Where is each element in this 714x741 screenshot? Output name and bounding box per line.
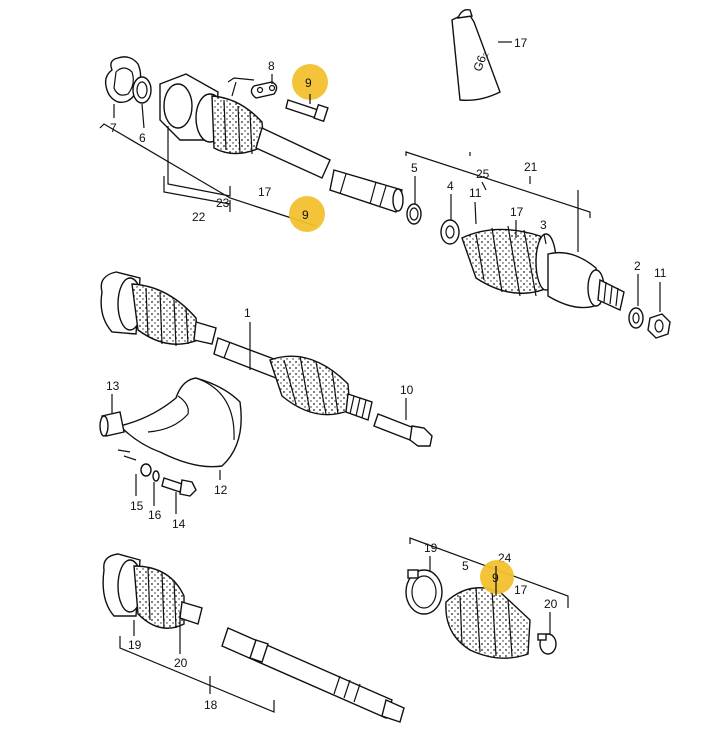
inner-cv-joint-21 (547, 251, 625, 311)
callout-1: 1 (244, 306, 251, 320)
clamp-19-kit (405, 569, 443, 615)
callout-8: 8 (268, 59, 275, 73)
dished-washer-4 (440, 219, 460, 245)
callout-4: 4 (447, 179, 454, 193)
callout-9-upper: 9 (305, 76, 312, 90)
callout-18: 18 (204, 698, 218, 712)
lower-shaft-18 (221, 627, 405, 723)
clamp-20-kit (537, 633, 557, 655)
inner-boot-3 (461, 225, 557, 297)
highlight-marker-9-mid (289, 196, 325, 232)
highlight-marker-9-upper (292, 64, 328, 100)
retaining-ring-6 (132, 76, 152, 104)
callout-19-kit: 19 (424, 541, 438, 555)
callout-23: 23 (216, 196, 230, 210)
callout-5-kit: 5 (462, 559, 469, 573)
callout-2: 2 (634, 259, 641, 273)
callout-13: 13 (106, 379, 120, 393)
callout-20-lower: 20 (174, 656, 188, 670)
nut-11 (647, 313, 671, 339)
callout-16: 16 (148, 508, 162, 522)
callout-25: 25 (476, 167, 490, 181)
gasket-7 (104, 56, 142, 103)
callout-10: 10 (400, 383, 414, 397)
circlip-5 (406, 203, 422, 225)
main-shaft-1 (213, 337, 283, 379)
callout-6: 6 (139, 131, 146, 145)
bolt-13 (99, 411, 125, 437)
callout-11-right: 11 (469, 186, 482, 200)
bracket-8 (250, 81, 278, 99)
callout-11-nut: 11 (654, 266, 667, 280)
inner-boot-middle (269, 355, 373, 421)
bolt-10 (373, 413, 433, 447)
heat-shield-12 (118, 377, 242, 468)
callout-17-mid: 17 (510, 205, 524, 219)
callout-21: 21 (524, 160, 538, 174)
bolt-9-upper (285, 99, 329, 123)
lock-washer-16 (152, 470, 160, 482)
callout-3: 3 (540, 218, 547, 232)
callout-19-lower: 19 (128, 638, 142, 652)
callout-5-right: 5 (411, 161, 418, 175)
highlight-marker-9-kit (480, 560, 514, 594)
callout-15: 15 (130, 499, 144, 513)
boot-kit (445, 587, 531, 659)
callout-22: 22 (192, 210, 206, 224)
callout-17-upper: 17 (258, 185, 272, 199)
callout-12: 12 (214, 483, 228, 497)
grease-label: G6₂ (470, 49, 490, 74)
bolt-14 (161, 477, 197, 497)
washer-2 (628, 307, 644, 329)
outer-cv-joint-middle (100, 271, 217, 347)
washer-15 (140, 463, 152, 477)
callout-17-kit: 17 (514, 583, 528, 597)
outer-cv-joint-upper (159, 73, 265, 155)
callout-9-mid: 9 (302, 208, 309, 222)
grease-tube: G6₂ (451, 8, 512, 102)
callout-17-grease: 17 (514, 36, 528, 50)
callout-20-kit: 20 (544, 597, 558, 611)
callout-14: 14 (172, 517, 186, 531)
callout-7: 7 (110, 121, 117, 135)
upper-shaft (255, 127, 404, 213)
outer-cv-joint-lower (102, 553, 203, 629)
